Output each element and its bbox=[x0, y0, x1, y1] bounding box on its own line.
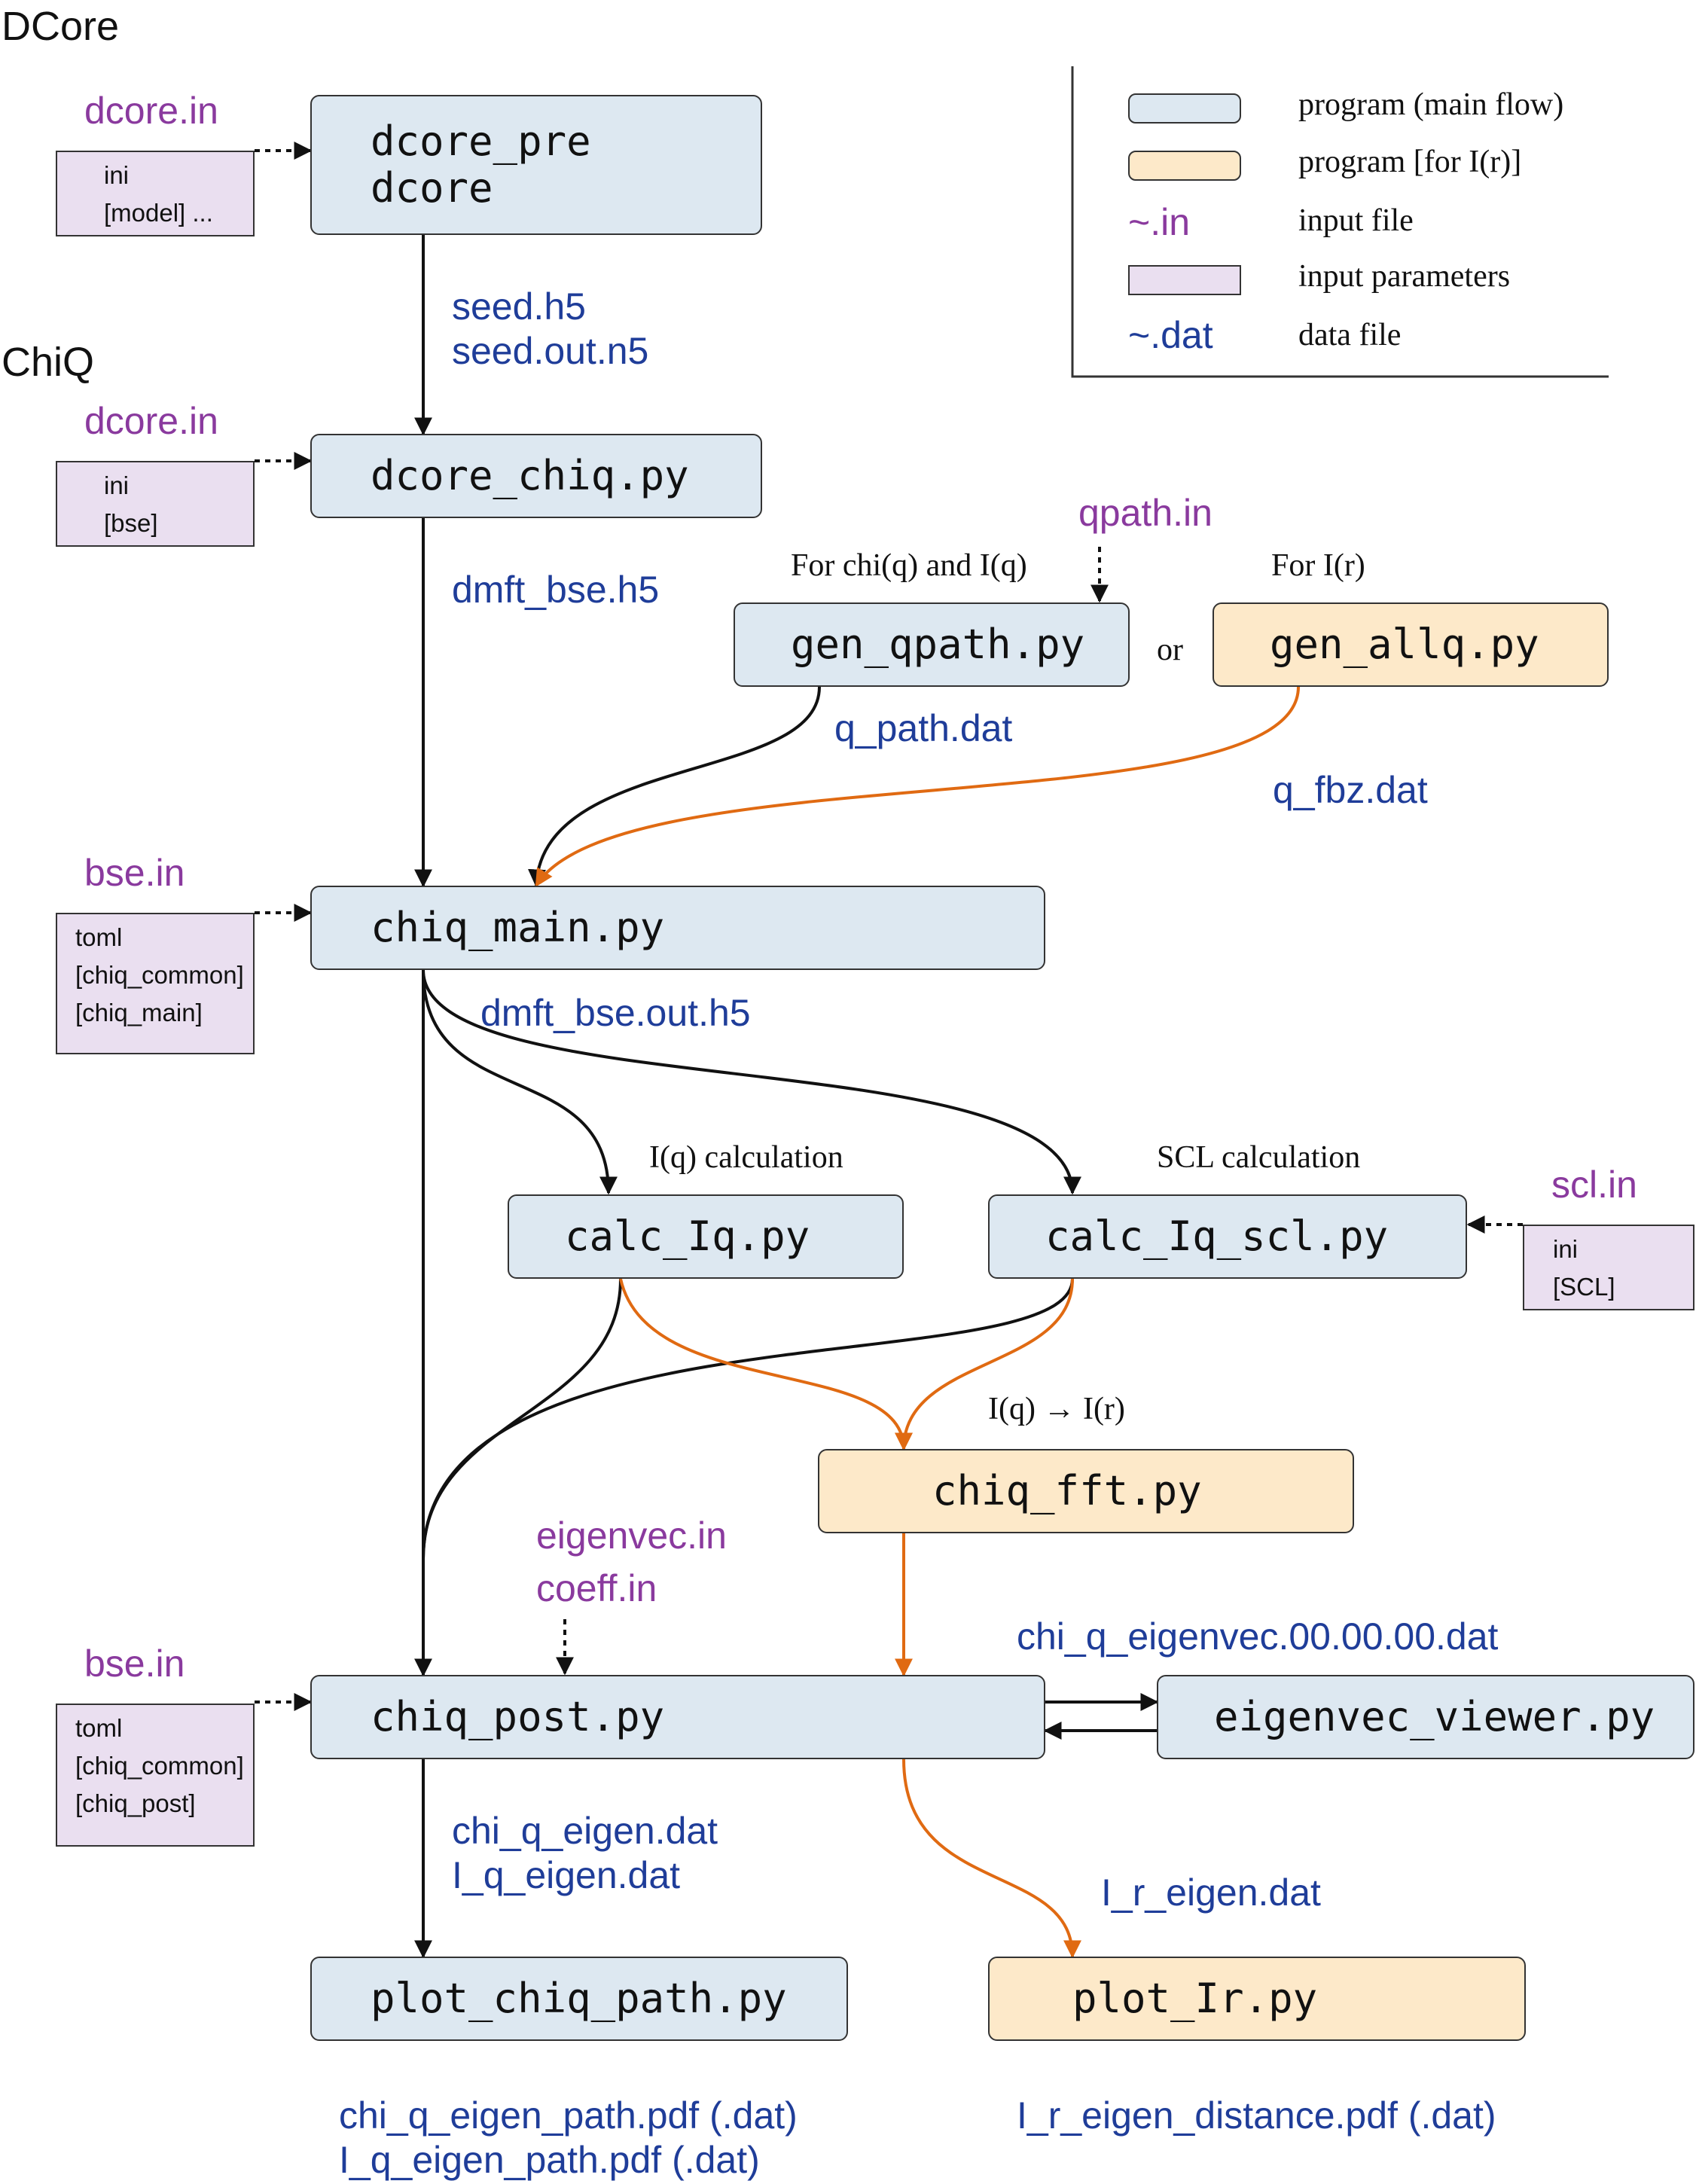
data-file-plot-ir-output: I_r_eigen_distance.pdf (.dat) bbox=[1017, 2094, 1496, 2137]
program-label-line: dcore_pre bbox=[371, 117, 591, 165]
legend-label-main-program: program (main flow) bbox=[1298, 87, 1564, 122]
program-dcore-chiq: dcore_chiq.py bbox=[310, 434, 762, 518]
program-label: chiq_main.py bbox=[371, 904, 665, 951]
legend-label-data-file: data file bbox=[1298, 318, 1402, 352]
note-iq-to-ir: I(q) → I(r) bbox=[988, 1392, 1125, 1426]
program-label: eigenvec_viewer.py bbox=[1214, 1693, 1655, 1740]
input-file-coeff-in: coeff.in bbox=[536, 1567, 657, 1609]
data-file-plot-chiq-output: chi_q_eigen_path.pdf (.dat) I_q_eigen_pa… bbox=[339, 2094, 798, 2182]
data-file-dmft-bse-out: dmft_bse.out.h5 bbox=[480, 992, 751, 1034]
program-eigenvec-viewer: eigenvec_viewer.py bbox=[1157, 1675, 1694, 1759]
data-file-seed: seed.h5 seed.out.n5 bbox=[452, 285, 648, 374]
program-label: calc_Iq.py bbox=[565, 1212, 810, 1260]
data-file-chi-q-eigen: chi_q_eigen.dat I_q_eigen.dat bbox=[452, 1809, 718, 1898]
arrow-calc-iq-scl-to-chiq-post bbox=[422, 1278, 1074, 1560]
legend-swatch-input-params bbox=[1128, 265, 1241, 295]
param-line: [chiq_main] bbox=[75, 999, 203, 1026]
arrow-calc-iq-to-chiq-fft bbox=[619, 1278, 913, 1451]
data-file-line: seed.h5 bbox=[452, 285, 586, 328]
input-file-qpath-in: qpath.in bbox=[1078, 492, 1213, 534]
data-file-q-path: q_path.dat bbox=[834, 707, 1013, 749]
data-file-line: seed.out.n5 bbox=[452, 330, 649, 372]
param-line: [chiq_common] bbox=[75, 961, 244, 989]
program-calc-iq: calc_Iq.py bbox=[508, 1194, 904, 1279]
note-or: or bbox=[1157, 633, 1183, 667]
legend-symbol-data-file: ~.dat bbox=[1128, 314, 1213, 356]
input-file-dcore-in: dcore.in bbox=[84, 90, 218, 132]
program-plot-chiq-path: plot_chiq_path.py bbox=[310, 1957, 848, 2041]
arrow-chiq-post-to-plot-ir bbox=[902, 1758, 1081, 1959]
program-label: gen_allq.py bbox=[1270, 621, 1539, 668]
data-file-dmft-bse: dmft_bse.h5 bbox=[452, 569, 660, 611]
legend-frame bbox=[1071, 66, 1609, 378]
arrow-chiq-main-to-calc-iq bbox=[422, 969, 618, 1195]
input-params-dcore-chiq: ini [bse] bbox=[56, 461, 255, 547]
program-label: plot_Ir.py bbox=[1072, 1975, 1318, 2022]
param-line: [bse] bbox=[104, 509, 158, 537]
data-file-i-r-eigen: I_r_eigen.dat bbox=[1101, 1871, 1321, 1914]
section-title-dcore: DCore bbox=[2, 4, 120, 49]
program-label: gen_qpath.py bbox=[791, 621, 1085, 668]
program-chiq-post: chiq_post.py bbox=[310, 1675, 1045, 1759]
param-line: ini bbox=[1553, 1235, 1579, 1263]
data-file-q-fbz: q_fbz.dat bbox=[1273, 769, 1428, 811]
input-file-scl-in: scl.in bbox=[1551, 1164, 1637, 1206]
data-file-chi-q-eigenvec: chi_q_eigenvec.00.00.00.dat bbox=[1017, 1615, 1499, 1658]
legend-label-ir-program: program [for I(r)] bbox=[1298, 145, 1522, 179]
input-file-bse-in: bse.in bbox=[84, 1643, 185, 1685]
note-scl-calculation: SCL calculation bbox=[1157, 1140, 1361, 1175]
legend-symbol-input-file: ~.in bbox=[1128, 201, 1191, 243]
input-params-dcore: ini [model] ... bbox=[56, 151, 255, 236]
input-params-chiq-post: toml [chiq_common] [chiq_post] bbox=[56, 1704, 255, 1847]
arrow-gen-qpath-to-chiq-main bbox=[528, 686, 821, 888]
note-for-ir: For I(r) bbox=[1271, 548, 1365, 583]
data-file-line: I_q_eigen_path.pdf (.dat) bbox=[339, 2139, 760, 2181]
param-line: toml bbox=[75, 923, 123, 951]
arrow-calc-iq-scl-to-chiq-fft bbox=[895, 1278, 1074, 1451]
input-params-scl: ini [SCL] bbox=[1523, 1225, 1694, 1310]
program-label: chiq_post.py bbox=[371, 1693, 665, 1740]
program-chiq-fft: chiq_fft.py bbox=[818, 1449, 1354, 1533]
program-calc-iq-scl: calc_Iq_scl.py bbox=[988, 1194, 1467, 1279]
legend-swatch-main-program bbox=[1128, 93, 1241, 124]
param-line: [chiq_common] bbox=[75, 1752, 244, 1780]
input-params-chiq-main: toml [chiq_common] [chiq_main] bbox=[56, 913, 255, 1054]
arrow-chiq-main-to-calc-iq-scl bbox=[422, 969, 1081, 1195]
param-line: ini bbox=[104, 471, 130, 499]
program-label: chiq_fft.py bbox=[932, 1467, 1202, 1514]
input-file-dcore-in: dcore.in bbox=[84, 400, 218, 442]
arrow-gen-allq-to-chiq-main bbox=[535, 686, 1300, 888]
param-line: toml bbox=[75, 1714, 123, 1742]
data-file-line: chi_q_eigen_path.pdf (.dat) bbox=[339, 2094, 798, 2137]
note-for-chiq: For chi(q) and I(q) bbox=[791, 548, 1027, 583]
section-title-chiq: ChiQ bbox=[2, 340, 95, 385]
program-label-line: dcore bbox=[371, 164, 493, 212]
input-file-eigenvec-in: eigenvec.in bbox=[536, 1514, 727, 1557]
program-label: calc_Iq_scl.py bbox=[1045, 1212, 1389, 1260]
data-file-line: chi_q_eigen.dat bbox=[452, 1810, 718, 1852]
note-iq-calculation: I(q) calculation bbox=[649, 1140, 843, 1175]
param-line: [chiq_post] bbox=[75, 1789, 196, 1817]
program-label: dcore_chiq.py bbox=[371, 452, 689, 499]
param-line: [SCL] bbox=[1553, 1273, 1615, 1301]
program-chiq-main: chiq_main.py bbox=[310, 886, 1045, 970]
program-label: plot_chiq_path.py bbox=[371, 1975, 787, 2022]
param-line: ini bbox=[104, 161, 130, 189]
program-gen-qpath: gen_qpath.py bbox=[734, 602, 1130, 687]
data-file-line: I_q_eigen.dat bbox=[452, 1854, 681, 1896]
program-plot-ir: plot_Ir.py bbox=[988, 1957, 1526, 2041]
legend-label-input-file: input file bbox=[1298, 203, 1414, 238]
program-gen-allq: gen_allq.py bbox=[1213, 602, 1609, 687]
param-line: [model] ... bbox=[104, 199, 213, 227]
legend-swatch-ir-program bbox=[1128, 151, 1241, 181]
input-file-bse-in: bse.in bbox=[84, 852, 185, 894]
legend-label-input-params: input parameters bbox=[1298, 259, 1511, 294]
